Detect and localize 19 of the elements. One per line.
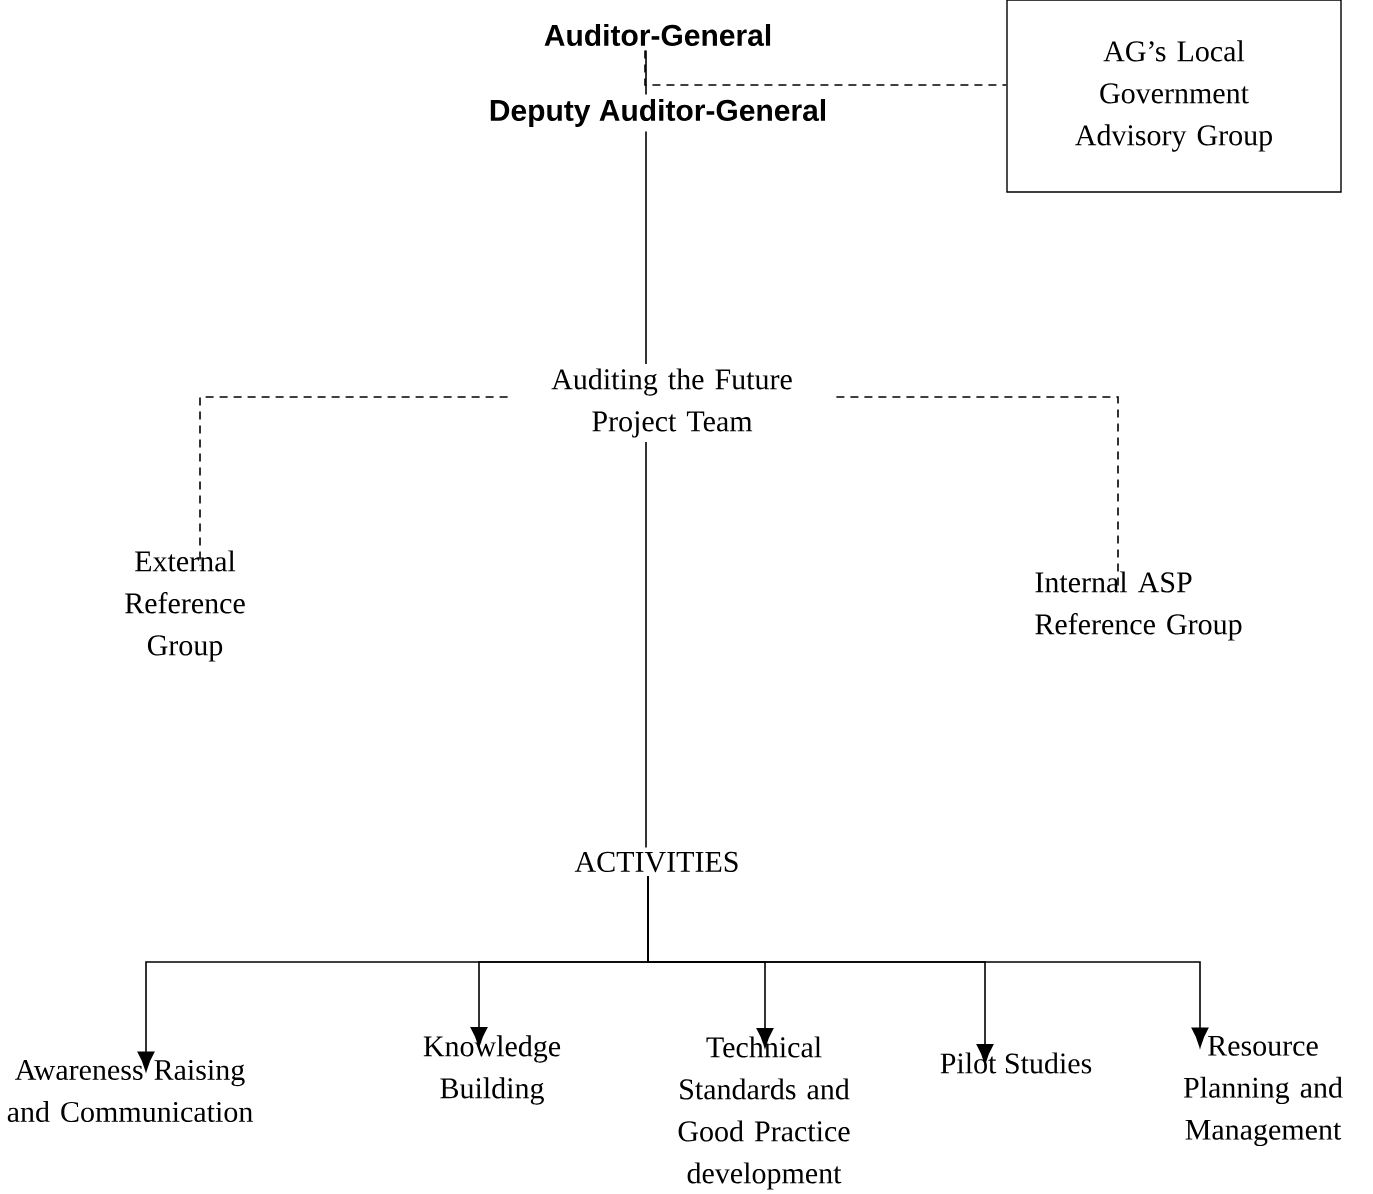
activity-label: Awareness Raising and Communication [7,1059,253,1123]
team-label: Auditing the Future Project Team [551,368,792,438]
group-label: External Reference Group [125,550,245,662]
connector-line [645,441,647,849]
heading-text: Deputy Auditor-General [490,99,826,127]
group-label: Internal ASP Reference Group [1035,571,1242,641]
dashed-connector [199,396,509,567]
connector-line [645,130,647,365]
activity-label: Resource Planning and Management [1183,1035,1343,1147]
dashed-connector [644,49,1008,86]
advisory-box: AG’s Local Government Advisory Group [1006,0,1342,193]
connector-line [645,49,647,96]
dashed-connector [835,396,1119,588]
activity-label: Technical Standards and Good Practice development [678,1036,850,1190]
heading-text: Auditor-General [544,24,771,46]
activity-label: Knowledge Building [423,1035,561,1105]
heading-text: ACTIVITIES [574,851,738,873]
arrow [647,875,1209,1048]
activity-label: Pilot Studies [940,1052,1092,1074]
